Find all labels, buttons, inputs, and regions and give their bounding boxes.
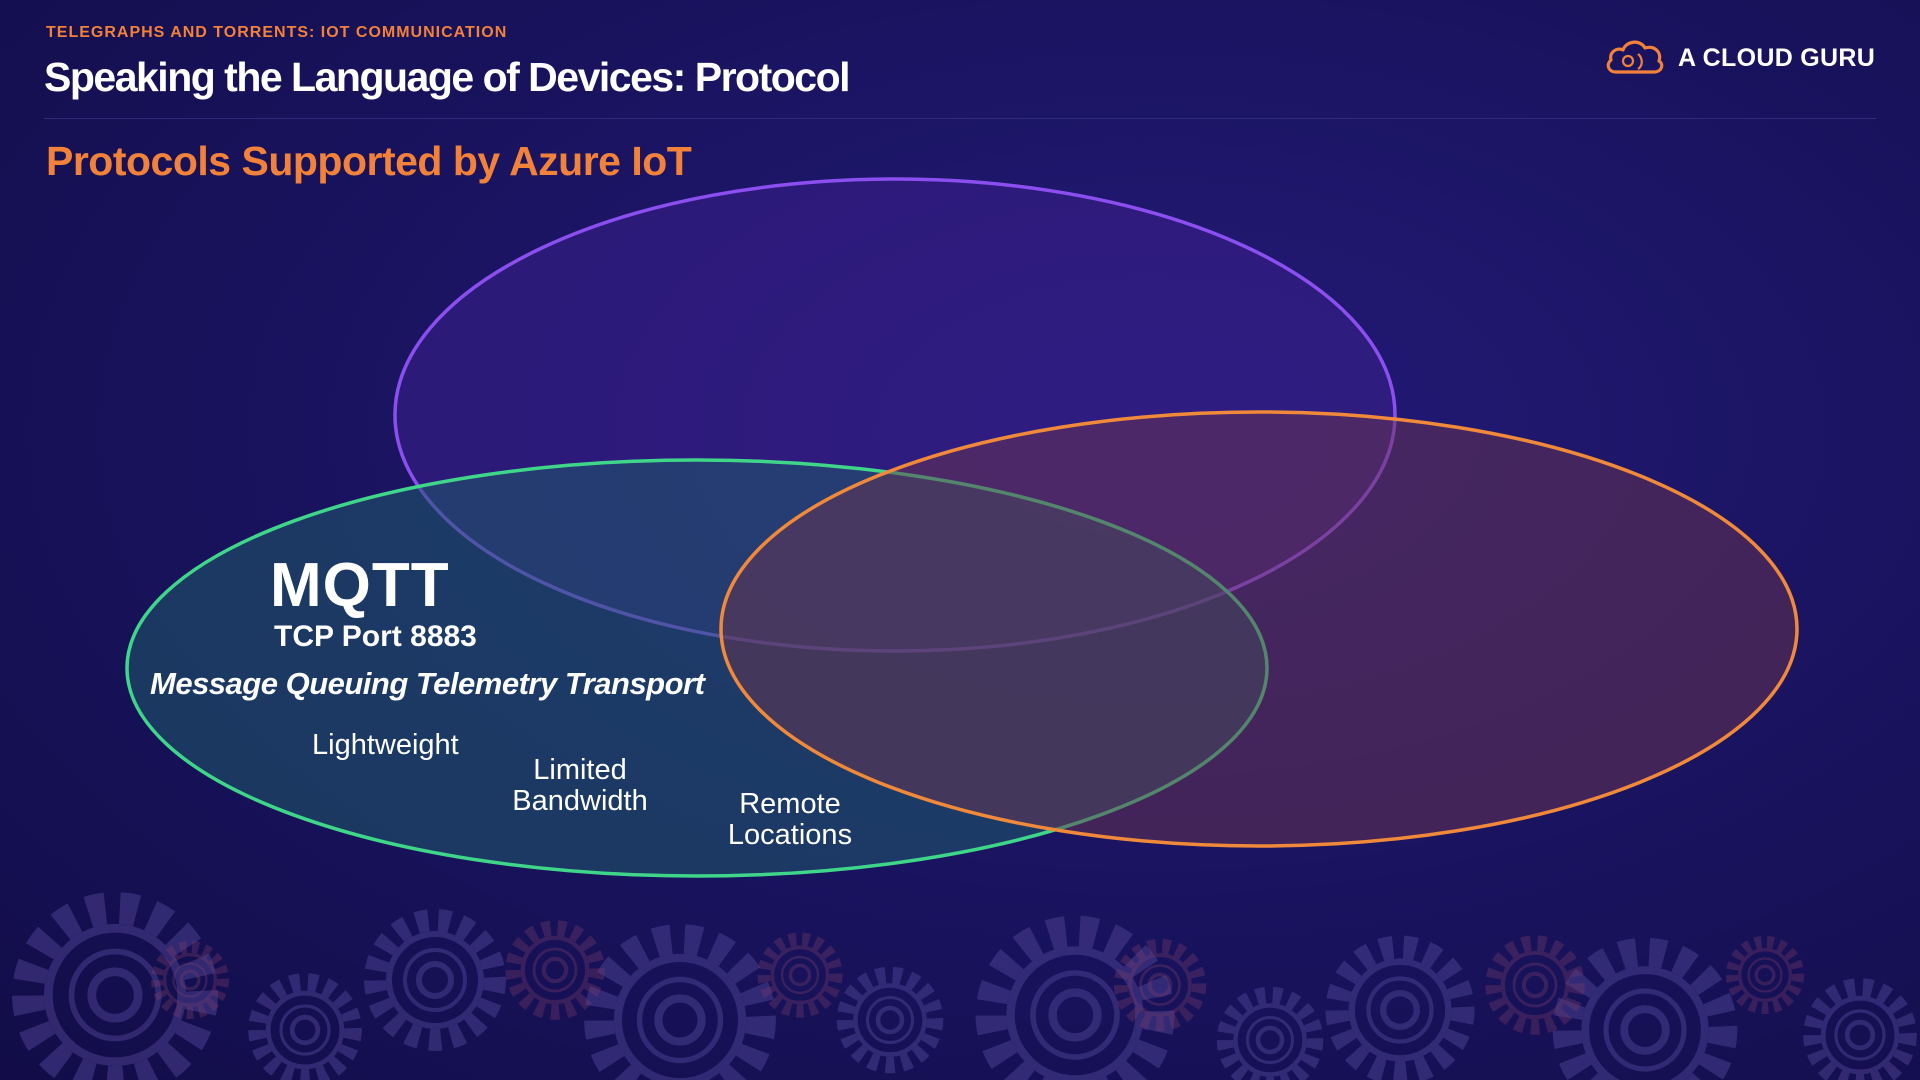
protocol-name: MQTT bbox=[270, 551, 450, 620]
slide-title: Speaking the Language of Devices: Protoc… bbox=[44, 54, 851, 100]
trait-limited-bandwidth: Limited Bandwidth bbox=[512, 754, 648, 817]
protocol-port: TCP Port 8883 bbox=[274, 620, 477, 653]
cloud-icon bbox=[1604, 36, 1666, 81]
slide-header: TELEGRAPHS AND TORRENTS: IOT COMMUNICATI… bbox=[0, 0, 1920, 125]
brand-logo: A CLOUD GURU bbox=[1604, 36, 1875, 80]
course-section-label: TELEGRAPHS AND TORRENTS: IOT COMMUNICATI… bbox=[46, 24, 508, 41]
trait-remote-locations: Remote Locations bbox=[727, 788, 853, 851]
venn-ellipse-orange bbox=[719, 410, 1799, 848]
protocol-full-name: Message Queuing Telemetry Transport bbox=[150, 666, 705, 701]
trait-lightweight: Lightweight bbox=[312, 729, 459, 761]
slide-subtitle: Protocols Supported by Azure IoT bbox=[46, 138, 692, 184]
brand-name: A CLOUD GURU bbox=[1678, 43, 1876, 72]
header-divider bbox=[44, 118, 1876, 119]
